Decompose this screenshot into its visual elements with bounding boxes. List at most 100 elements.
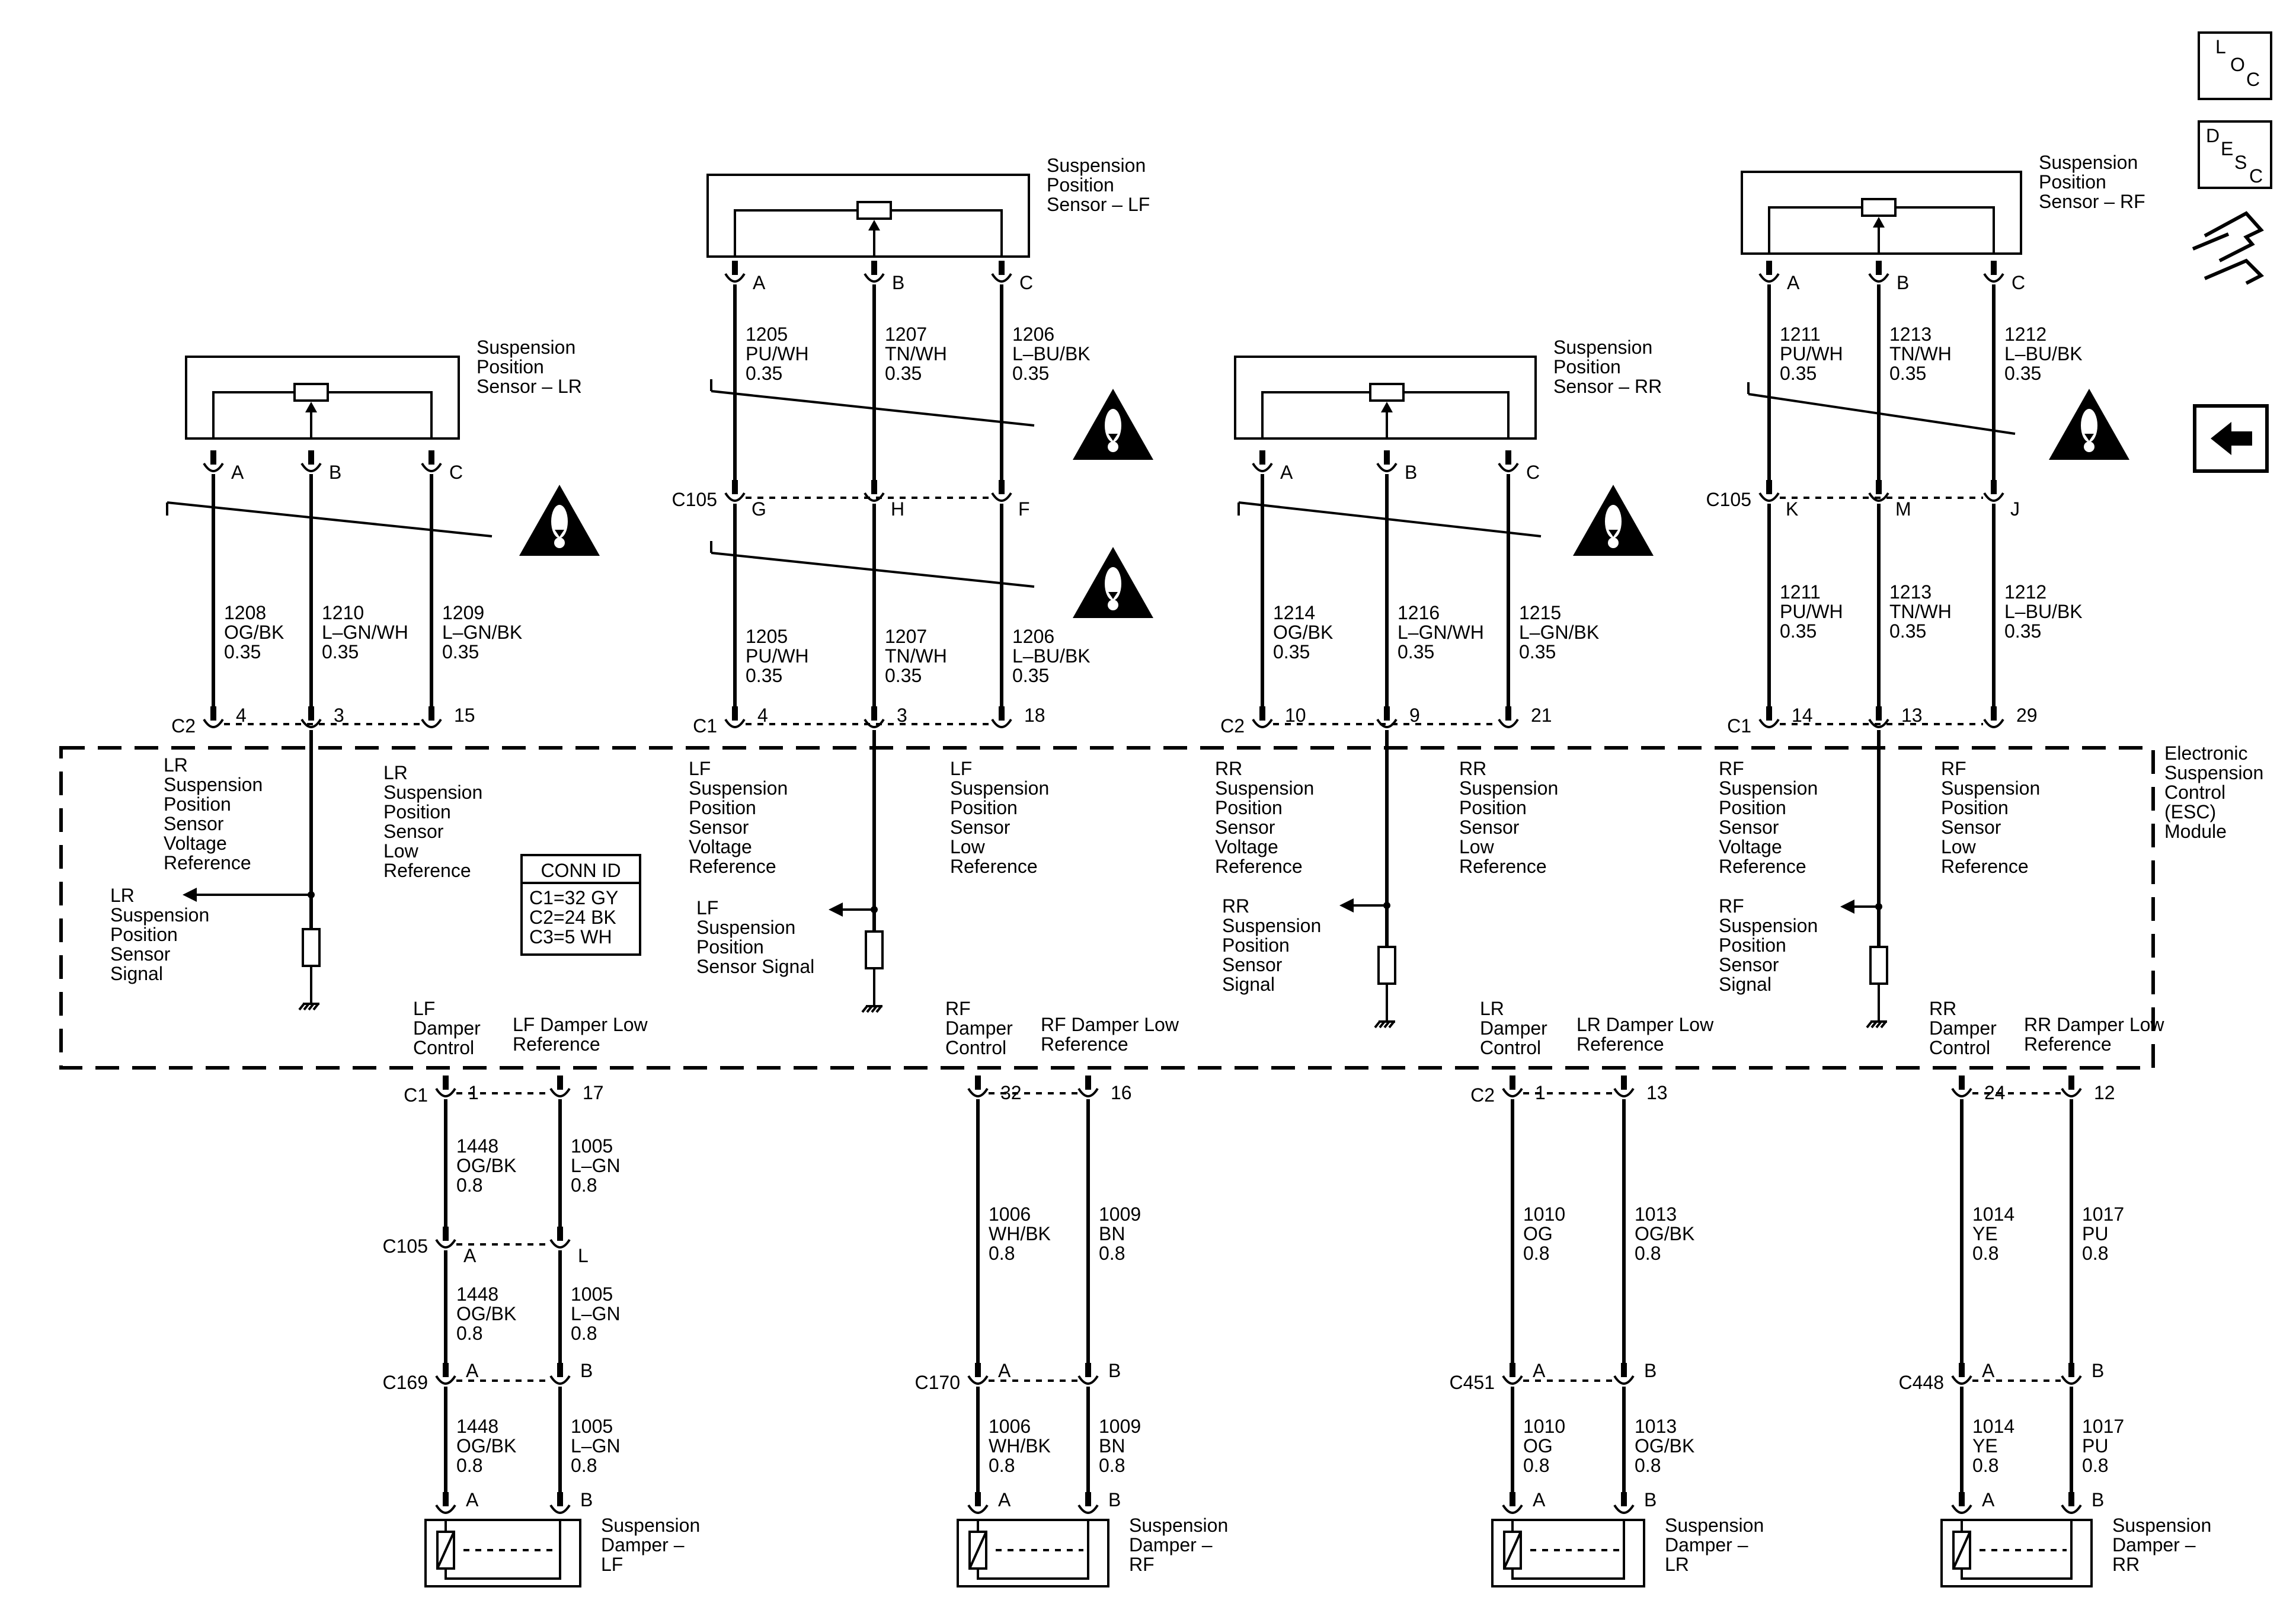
twisted-pair-line (167, 501, 493, 537)
damper-solenoid (1952, 1531, 1971, 1569)
damper-low-label: LR Damper Low (1576, 1014, 1714, 1035)
wire-label: 1213 (1889, 581, 1932, 603)
icon-letter: L (2215, 36, 2226, 57)
wire-label: TN/WH (1889, 343, 1952, 364)
connector-pin-label: B (1644, 1360, 1657, 1381)
damper-solenoid (1503, 1531, 1522, 1569)
module-pin-description: Position (1222, 934, 1290, 956)
sensor-internal (734, 209, 858, 257)
wire-label: 1209 (442, 602, 484, 623)
icon-letter: E (2221, 138, 2233, 159)
module-connector-pin (421, 718, 442, 728)
sensor-pin-label: A (1787, 272, 1800, 293)
sensor-lf-name: Position (1047, 174, 1114, 196)
module-connector-pin (967, 1087, 989, 1097)
module-pin-description: Position (383, 801, 451, 822)
module-pin-description: Reference (1459, 856, 1547, 877)
wire-label: PU/WH (746, 645, 809, 667)
icon-letter: C (2246, 69, 2260, 90)
module-connector-pin (1252, 718, 1273, 728)
module-pin-description: Position (1215, 797, 1283, 818)
damper-pin (549, 1504, 571, 1514)
wire-label: 0.8 (1523, 1455, 1549, 1476)
damper-lf-name: LF (601, 1554, 623, 1575)
caution-icon[interactable] (1073, 389, 1153, 460)
module-label: Control (2164, 782, 2225, 803)
damper-low-label: Reference (1041, 1033, 1128, 1055)
connector-end-view-icon[interactable] (2192, 211, 2265, 285)
sensor-internal (1403, 391, 1510, 438)
caution-icon[interactable] (1573, 485, 1654, 556)
connector-pin-label: J (2010, 498, 2020, 520)
damper-rf-name: Suspension (1129, 1515, 1228, 1536)
wire-label: 1009 (1099, 1416, 1141, 1437)
ground-symbol (1866, 1020, 1873, 1029)
module-pin-description: Sensor (383, 821, 444, 842)
sensor-pin-label: C (2012, 272, 2025, 293)
module-pin-description: Reference (1719, 856, 1806, 877)
wire-label: OG/BK (456, 1303, 516, 1324)
wire-label: WH/BK (989, 1223, 1051, 1244)
icon-shape (2204, 258, 2265, 285)
connector-pin-label: 21 (1531, 705, 1552, 726)
wire-label: PU (2082, 1223, 2108, 1244)
sensor-wiper-arrow (1381, 402, 1393, 412)
wire-label: L–BU/BK (1012, 343, 1091, 364)
connector-pin-label: 12 (2094, 1082, 2115, 1103)
connector-id: C105 (1706, 489, 1752, 510)
module-pin-description: Voltage (1719, 836, 1782, 857)
module-connector-pin (1868, 718, 1889, 728)
connector-id: C170 (915, 1372, 961, 1393)
connector-pin-label: A (998, 1360, 1011, 1381)
connector-pin-label: F (1018, 498, 1030, 520)
wire-label: 1009 (1099, 1204, 1141, 1225)
connector-pin-label: B (580, 1360, 593, 1381)
wire-label: 1211 (1780, 324, 1821, 345)
module-pin-description: Reference (383, 860, 471, 881)
damper-internal (1961, 1520, 2073, 1580)
caution-icon[interactable] (519, 485, 600, 556)
sensor-internal (891, 209, 1003, 257)
module-pin-description: Signal (110, 963, 163, 984)
caution-icon[interactable] (1073, 547, 1153, 618)
connector-pin-label: A (998, 1489, 1011, 1510)
sensor-pin-label: B (1405, 462, 1417, 483)
damper-control-label: Damper (1480, 1017, 1547, 1039)
location-view-icon[interactable]: LOC (2198, 31, 2272, 100)
sensor-lf-box (706, 174, 1030, 258)
sensor-resistor (293, 383, 329, 402)
connector-pin-label: 13 (1646, 1082, 1668, 1103)
sensor-rr-name: Suspension (1553, 337, 1652, 358)
inline-connector-pin (2061, 1375, 2082, 1385)
inline-connector-pin (1983, 492, 2004, 502)
connector-pin-label: 14 (1792, 705, 1813, 726)
wire-label: BN (1099, 1223, 1125, 1244)
twisted-pair-line (711, 552, 1035, 588)
damper-pin (1077, 1504, 1099, 1514)
caution-mark (2084, 441, 2094, 452)
module-pin-description: Voltage (689, 836, 752, 857)
conn-id-title: CONN ID (541, 860, 621, 881)
back-arrow-icon[interactable] (2193, 404, 2269, 473)
damper-pin (1502, 1504, 1523, 1514)
sensor-wiper-arrow (305, 402, 317, 412)
module-pin-description: LF (950, 758, 972, 779)
damper-control-label: Damper (413, 1017, 481, 1039)
module-pin-description: Sensor Signal (696, 956, 814, 977)
caution-icon[interactable] (2049, 389, 2129, 460)
ground-symbol (312, 1003, 319, 1011)
wire-label: TN/WH (885, 645, 947, 667)
module-connector-pin (724, 718, 746, 728)
wire-label: 0.8 (989, 1243, 1015, 1264)
sensor-pin-label: C (449, 462, 463, 483)
module-pin-description: Suspension (696, 917, 795, 938)
wire-label: 1013 (1635, 1416, 1677, 1437)
damper-control-label: LF (413, 998, 435, 1019)
ground-symbol (1880, 1020, 1887, 1029)
wire-label: OG (1523, 1435, 1553, 1457)
damper-low-label: Reference (1576, 1033, 1664, 1055)
wire-label: 0.35 (1273, 641, 1310, 662)
sensor-rr-name: Sensor – RR (1553, 376, 1662, 397)
caution-mark (1108, 434, 1118, 441)
